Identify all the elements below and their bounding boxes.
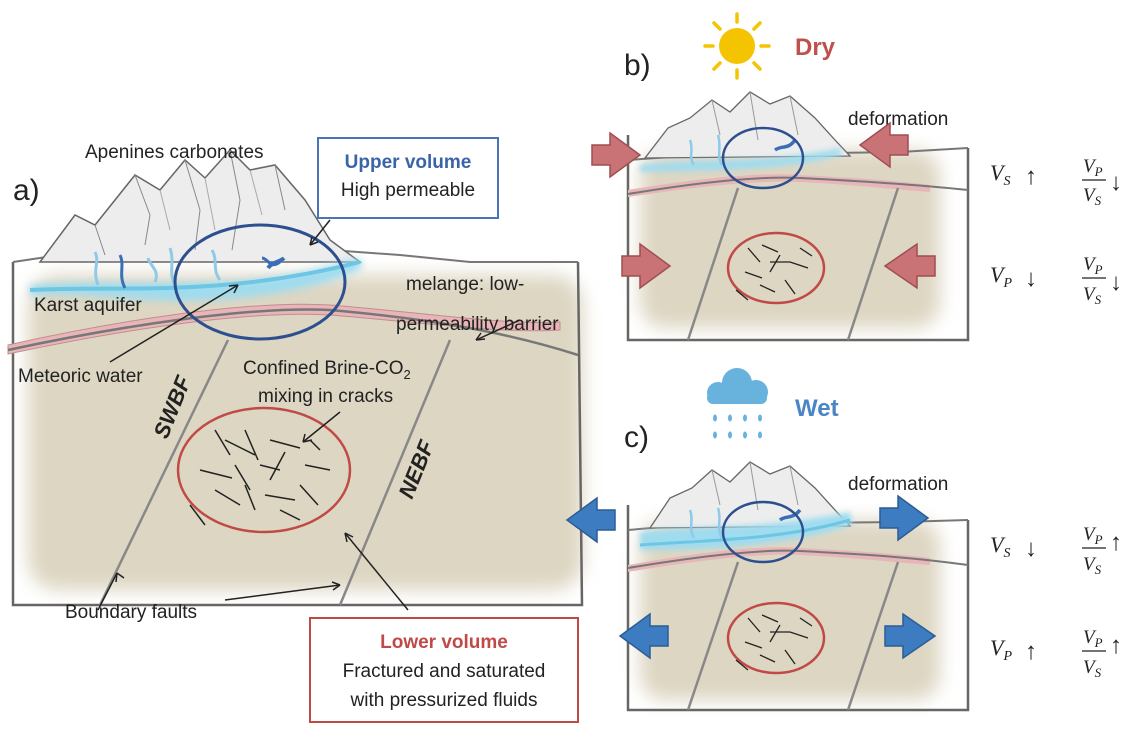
panel-b-letter: b) [624, 49, 651, 82]
arrow-right-upper [879, 494, 930, 542]
panel-c-fault-sw [686, 561, 740, 711]
arrow-right-lower [621, 242, 672, 290]
panel-b-deformation: deformation [848, 109, 948, 130]
b-ratio1-den: VS [1083, 185, 1102, 208]
dry-label: Dry [795, 34, 836, 61]
panel-b-fault-sw [686, 187, 740, 341]
panel-c-lower-ellipse [726, 601, 826, 675]
brine-label-subscript: 2 [404, 367, 411, 382]
panel-b-compression-arrows [591, 121, 936, 290]
fault-nebf [338, 339, 452, 606]
panel-c-extension-arrows [565, 494, 937, 660]
b-ratio2-num: VP [1083, 254, 1103, 277]
c-vp-arrow: ↑ [1025, 639, 1037, 665]
brine-label-line2: mixing in cracks [258, 386, 393, 407]
panel-b-vp-row: VP ↓ VP VS ↓ [990, 254, 1122, 307]
upper-volume-box [317, 137, 499, 219]
b-ratio1-num: VP [1083, 156, 1103, 179]
panel-b-mountains [643, 91, 852, 159]
brine-label-text: Confined Brine-CO [243, 358, 404, 379]
meteoric-water-channels [93, 247, 222, 286]
panel-c-fault-ne [846, 561, 900, 711]
panel-b: Dry b) deformation [591, 12, 1122, 342]
c-vp-symbol: VP [990, 635, 1012, 664]
b-ratio2-arrow: ↓ [1110, 270, 1122, 296]
panel-b-aquifer [640, 148, 842, 172]
b-vs-symbol: VS [990, 160, 1010, 189]
cracks [189, 429, 331, 526]
b-vp-symbol: VP [990, 262, 1012, 291]
panel-b-vs-row: VS ↑ VP VS ↓ [990, 156, 1122, 208]
arrow-right-lower [884, 612, 937, 660]
c-ratio1-arrow: ↑ [1110, 530, 1122, 556]
c-ratio1-num: VP [1083, 524, 1103, 547]
c-vs-symbol: VS [990, 532, 1010, 561]
panel-c-vs-row: VS ↓ VP VS ↑ [990, 524, 1122, 577]
karst-aquifer-label: Karst aquifer [34, 295, 142, 316]
panel-b-sediment [640, 150, 940, 328]
meteoric-water-label: Meteoric water [18, 366, 143, 387]
melange-label-line1: melange: low- [406, 274, 524, 295]
panel-c: Wet c) deformation [565, 368, 1122, 712]
brine-label-line1: Confined Brine-CO2 [243, 358, 411, 382]
b-vs-arrow: ↑ [1025, 164, 1037, 190]
lower-volume-ellipse [176, 406, 352, 534]
panel-a: a) Apenines carbonates Upper volume High… [7, 137, 584, 723]
sun-icon [703, 12, 771, 80]
panel-c-upper-ellipse [721, 500, 805, 564]
lower-volume-line1: Fractured and saturated [343, 661, 546, 682]
panel-c-letter: c) [624, 421, 649, 454]
panel-a-pointers [97, 219, 521, 611]
c-ratio2-num: VP [1083, 627, 1103, 650]
b-ratio2-den: VS [1083, 284, 1102, 307]
c-vs-arrow: ↓ [1025, 536, 1037, 562]
panel-c-vp-row: VP ↑ VP VS ↑ [990, 627, 1122, 680]
lower-volume-line2: with pressurized fluids [350, 690, 538, 711]
panel-b-cracks [735, 244, 813, 301]
panel-c-deformation: deformation [848, 474, 948, 495]
panel-c-sediment [640, 520, 940, 700]
arrow-left-lower [883, 242, 936, 290]
fault-swbf [98, 339, 230, 606]
panel-b-upper-ellipse [721, 126, 805, 190]
lower-volume-box [309, 617, 579, 723]
arrow-left-lower [618, 612, 669, 660]
panel-a-contact-line [7, 308, 579, 357]
meteoric-water-dark [118, 254, 286, 289]
b-vp-arrow: ↓ [1025, 266, 1037, 292]
panel-a-block-outline [11, 261, 584, 607]
b-ratio1-arrow: ↓ [1110, 170, 1122, 196]
c-ratio2-arrow: ↑ [1110, 633, 1122, 659]
melange-barrier [7, 303, 561, 355]
melange-label-line2: permeability barrier [396, 314, 559, 335]
upper-volume-subtitle: High permeable [341, 180, 475, 201]
panel-c-cracks [735, 614, 813, 671]
panel-a-letter: a) [13, 174, 40, 207]
mountain-label: Apenines carbonates [85, 142, 264, 163]
lower-volume-title: Lower volume [380, 632, 508, 653]
c-ratio1-den: VS [1083, 554, 1102, 577]
panel-b-melange [628, 174, 930, 197]
panel-b-block-outline [626, 135, 970, 342]
arrow-right-upper [591, 131, 642, 179]
arrow-left-upper [858, 121, 909, 169]
rain-cloud-icon [707, 368, 768, 439]
upper-volume-title: Upper volume [345, 152, 472, 173]
panel-c-block-outline [626, 505, 970, 712]
c-ratio2-den: VS [1083, 657, 1102, 680]
panel-b-fault-ne [846, 187, 900, 341]
boundary-faults-label: Boundary faults [65, 602, 197, 623]
panel-a-mountains [38, 148, 363, 263]
wet-label: Wet [795, 395, 839, 422]
panel-b-lower-ellipse [726, 231, 826, 305]
upper-volume-ellipse [173, 223, 347, 341]
arrow-left-upper [565, 496, 616, 544]
